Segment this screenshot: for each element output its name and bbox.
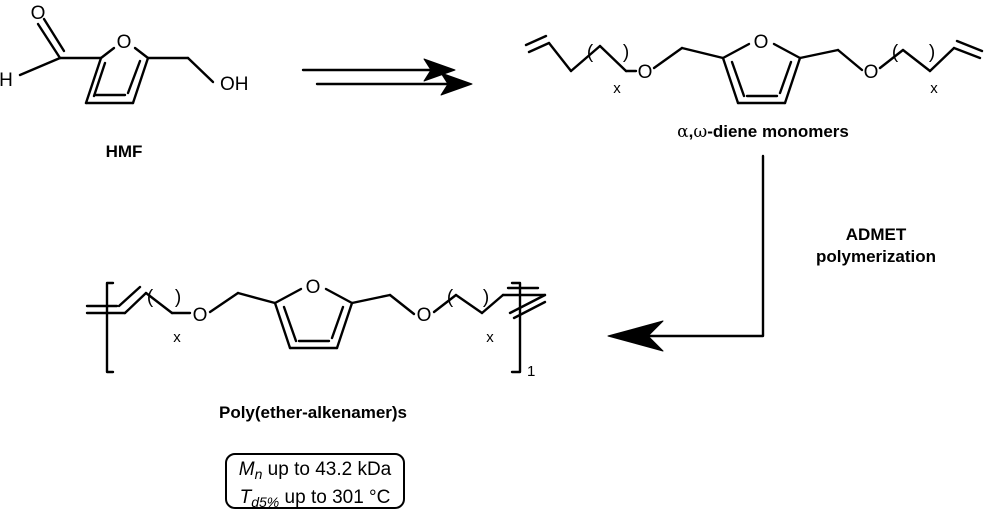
bond bbox=[273, 301, 292, 350]
bond bbox=[721, 42, 751, 60]
bond bbox=[208, 291, 240, 314]
paren-open: ( bbox=[892, 42, 899, 63]
bond bbox=[186, 56, 215, 84]
bond bbox=[569, 44, 602, 73]
arrow-head bbox=[423, 58, 456, 82]
repeat-x: x bbox=[930, 80, 938, 97]
bond bbox=[527, 41, 551, 54]
bond bbox=[236, 291, 277, 305]
hmf-structure: O O H OH bbox=[0, 3, 249, 105]
bond bbox=[798, 48, 840, 60]
paren-open: ( bbox=[147, 287, 154, 308]
bond bbox=[454, 293, 484, 315]
bond bbox=[18, 56, 62, 77]
bond bbox=[273, 287, 303, 305]
atom-oxygen: O bbox=[193, 305, 208, 326]
repeat-x: x bbox=[613, 80, 621, 97]
bond bbox=[598, 44, 628, 73]
double-bond bbox=[512, 300, 547, 320]
mn-property: Mn up to 43.2 kDa bbox=[238, 459, 392, 482]
bond bbox=[123, 291, 148, 315]
atom-oxygen: O bbox=[117, 32, 132, 53]
double-bond-inner bbox=[126, 59, 142, 95]
double-bond-inner bbox=[778, 60, 793, 95]
paren-close: ) bbox=[929, 42, 935, 63]
double-bond bbox=[117, 285, 142, 308]
bond bbox=[144, 291, 174, 315]
double-bond-co bbox=[42, 17, 66, 53]
bond bbox=[508, 293, 547, 315]
bond bbox=[36, 22, 62, 60]
bond bbox=[721, 56, 740, 105]
monomer-label: α,ω-diene monomers bbox=[677, 122, 849, 142]
double-bond bbox=[955, 39, 984, 53]
polymer-structure: ( ) x O O O ( ) x 1 bbox=[85, 277, 547, 380]
hmf-label: HMF bbox=[106, 142, 143, 161]
atom-oxygen: O bbox=[754, 32, 769, 53]
repeat-n: 1 bbox=[527, 363, 535, 380]
repeat-x: x bbox=[486, 329, 494, 346]
bond bbox=[480, 293, 505, 315]
diene-monomer-structure: ( ) x O O O ( ) x bbox=[524, 32, 984, 105]
paren-close: ) bbox=[175, 287, 181, 308]
paren-close: ) bbox=[483, 287, 489, 308]
bond bbox=[133, 46, 150, 60]
bond bbox=[84, 56, 103, 105]
bracket-left bbox=[105, 281, 115, 374]
double-bond-inner bbox=[282, 305, 298, 343]
paren-open: ( bbox=[587, 42, 594, 63]
properties-box: Mn up to 43.2 kDa Td5% up to 301 °C bbox=[225, 453, 405, 510]
polymer-label: Poly(ether-alkenamer)s bbox=[219, 403, 407, 422]
arrow-shaft bbox=[628, 154, 765, 338]
arrow-head bbox=[440, 72, 473, 96]
hydroxyl-label: OH bbox=[220, 74, 249, 95]
multistep-arrow bbox=[301, 58, 473, 96]
bond bbox=[324, 287, 354, 305]
bond bbox=[680, 46, 725, 60]
atom-oxygen: O bbox=[638, 62, 653, 83]
paren-close: ) bbox=[623, 42, 629, 63]
bond bbox=[432, 293, 458, 314]
bond bbox=[335, 301, 354, 350]
bond bbox=[836, 48, 864, 72]
atom-oxygen: O bbox=[31, 3, 46, 24]
double-bond-inner bbox=[730, 60, 746, 98]
bond bbox=[878, 48, 905, 70]
td-property: Td5% up to 301 °C bbox=[239, 487, 391, 510]
admet-label: ADMET bbox=[846, 225, 907, 244]
bond bbox=[99, 46, 116, 60]
admet-arrow bbox=[607, 154, 765, 352]
bond bbox=[772, 42, 802, 60]
bond bbox=[952, 46, 982, 60]
bond bbox=[131, 56, 150, 105]
bond bbox=[901, 48, 932, 73]
double-bond-inner bbox=[92, 61, 107, 98]
bond bbox=[388, 293, 416, 316]
atom-hydrogen: H bbox=[0, 70, 13, 91]
double-bond bbox=[524, 34, 548, 47]
double-bond-inner bbox=[330, 305, 345, 340]
atom-oxygen: O bbox=[306, 277, 321, 298]
bond bbox=[783, 56, 802, 105]
repeat-x: x bbox=[173, 329, 181, 346]
bond bbox=[928, 46, 956, 73]
bond bbox=[350, 293, 392, 305]
atom-oxygen: O bbox=[864, 62, 879, 83]
bracket-right bbox=[510, 281, 522, 374]
paren-open: ( bbox=[447, 287, 454, 308]
polymerization-label: polymerization bbox=[816, 247, 936, 266]
bond bbox=[547, 41, 573, 73]
arrow-head bbox=[607, 320, 664, 352]
bond bbox=[652, 46, 684, 70]
atom-oxygen: O bbox=[417, 305, 432, 326]
